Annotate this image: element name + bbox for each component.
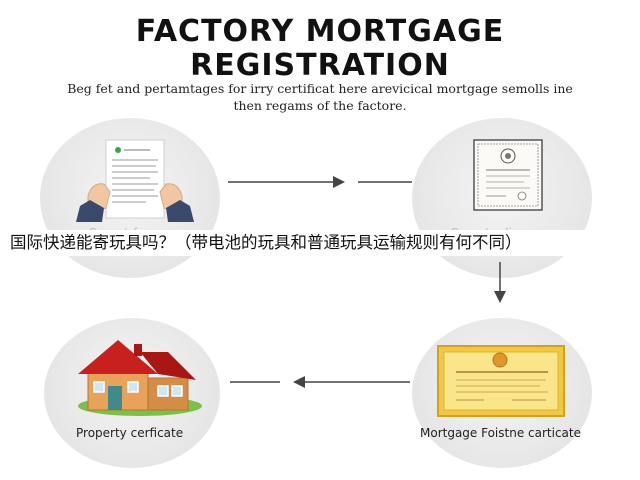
ornate-certificate-icon (473, 139, 543, 211)
page-title-line-1: FACTORY MORTGAGE (135, 14, 505, 49)
house-icon (78, 340, 202, 416)
page-title-line-2: REGISTRATION (190, 48, 450, 83)
page-subtitle: Beg fet and pertamtages for irry certifi… (67, 81, 573, 113)
step-4-label: Mortgage Foistne carticate (420, 426, 581, 440)
overlay-text-banner: 国际快递能寄玩具吗？（带电池的玩具和普通玩具运输规则有何不同） (0, 230, 640, 256)
step-3-label: Property cerficate (76, 426, 184, 440)
gold-certificate-icon (437, 345, 565, 417)
document-in-hands-icon (76, 139, 194, 222)
